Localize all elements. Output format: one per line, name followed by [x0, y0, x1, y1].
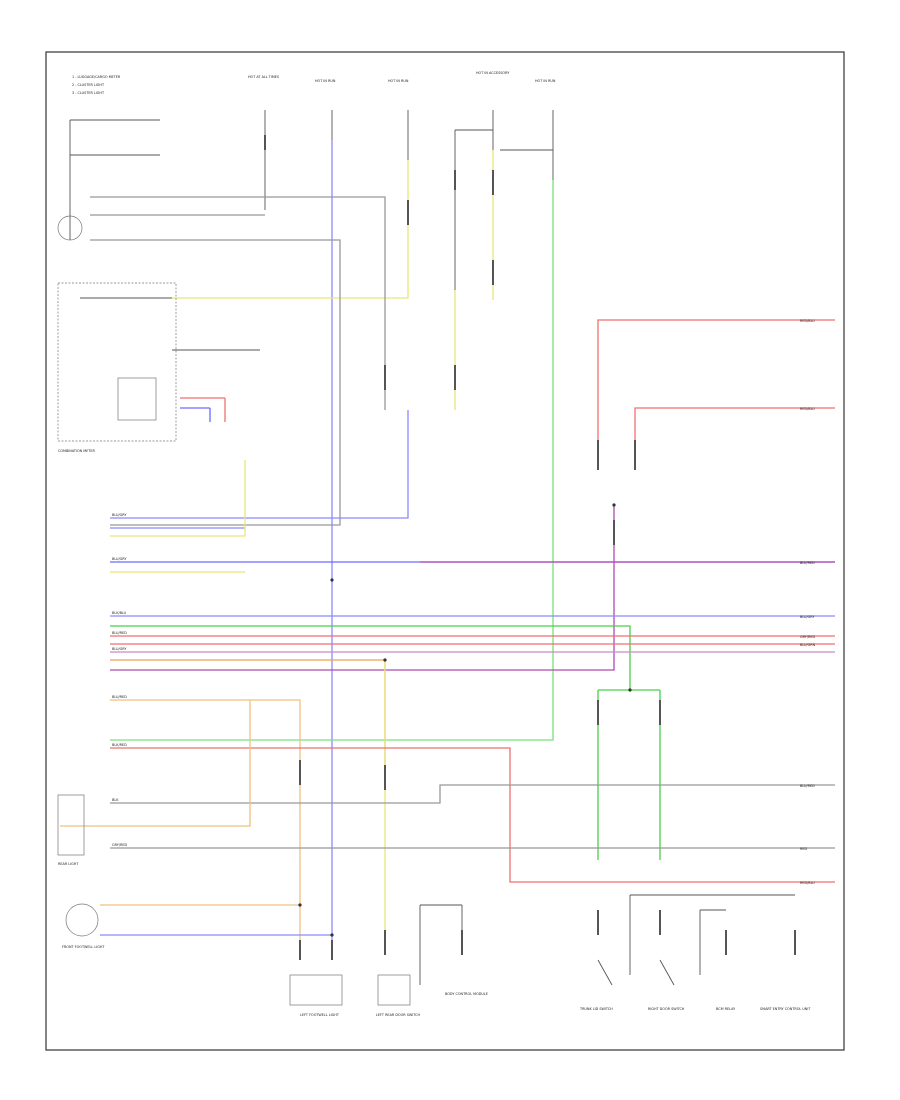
legend: 1 - LUGGAGE/CARGO METER 2 - CLUSTER LIGH…	[72, 75, 121, 95]
left-footwell-light: LEFT FOOTWELL LIGHT	[289, 974, 343, 1017]
fuse-label-a: HOT AT ALL TIMES	[248, 75, 279, 79]
left-wire-label: BLK/BLU	[112, 611, 127, 615]
right-wire-label: BLU/RED	[800, 561, 815, 565]
left-wire-label: BLU/GRY	[112, 647, 127, 651]
combination-meter-label: COMBINATION METER	[58, 449, 96, 453]
left-rear-door-switch-label: LEFT REAR DOOR SWITCH	[376, 1013, 420, 1017]
right-door-switch-label: RIGHT DOOR SWITCH	[648, 1007, 685, 1011]
junction-dots	[298, 503, 632, 937]
right-wire-label: RED/BLU	[800, 407, 815, 411]
left-wire-label: BLU/GRY	[112, 513, 127, 517]
left-wire-label: GRY/RED	[112, 843, 127, 847]
legend-line-1: 1 - LUGGAGE/CARGO METER	[72, 75, 121, 79]
body-control-module-label: BODY CONTROL MODULE	[445, 992, 488, 996]
right-wire-label: RED/BLU	[800, 881, 815, 885]
left-wire-label: BLU/RED	[112, 695, 127, 699]
legend-line-3: 3 - CLUSTER LIGHT	[72, 91, 105, 95]
wires	[60, 140, 835, 950]
fuse-label-c: HOT IN RUN	[388, 79, 409, 83]
right-wire-label: BLU/GRN	[800, 643, 816, 647]
combination-meter: COMBINATION METER	[57, 282, 260, 453]
front-footwell-light-label: FRONT FOOTWELL LIGHT	[62, 945, 105, 949]
rear-light-label: REAR LIGHT	[58, 862, 79, 866]
right-wire-labels: RED/BLU RED/BLU BLU/RED BLU/GRY GRY/RED …	[800, 319, 816, 885]
right-wire-label: RED	[800, 847, 807, 851]
left-wire-label: BLU/GRY	[112, 557, 127, 561]
left-wire-label: BLU/RED	[112, 631, 127, 635]
left-footwell-light-label: LEFT FOOTWELL LIGHT	[300, 1013, 340, 1017]
bcm-relay-label: BCM RELAY	[716, 1007, 736, 1011]
fuse-feeds	[264, 110, 554, 290]
left-wire-labels: BLU/GRY BLU/GRY BLK/BLU BLU/RED BLU/GRY …	[112, 513, 127, 847]
left-wire-label: BLK	[112, 798, 119, 802]
right-wire-label: BLU/RED	[800, 784, 815, 788]
fuse-label-e: HOT IN RUN	[535, 79, 556, 83]
front-footwell-light: FRONT FOOTWELL LIGHT	[62, 903, 105, 949]
left-wire-label: BLK/RED	[112, 743, 127, 747]
fuse-labels: HOT AT ALL TIMES HOT IN RUN HOT IN RUN H…	[248, 71, 556, 83]
connector-marks	[264, 135, 796, 960]
legend-line-2: 2 - CLUSTER LIGHT	[72, 83, 105, 87]
smart-entry-label: SMART ENTRY CONTROL UNIT	[760, 1007, 811, 1011]
diagram-frame	[45, 51, 845, 1051]
rear-light: REAR LIGHT	[57, 794, 85, 866]
right-wire-label: GRY/RED	[800, 635, 815, 639]
trunk-lid-switch-label: TRUNK LID SWITCH	[579, 1007, 613, 1011]
right-wire-label: BLU/GRY	[800, 615, 815, 619]
lower-right-switches: TRUNK LID SWITCH RIGHT DOOR SWITCH BCM R…	[579, 894, 811, 1011]
right-wire-label: RED/BLU	[800, 319, 815, 323]
top-left-switches	[57, 119, 160, 241]
fuse-label-d: HOT IN ACCESSORY	[476, 71, 510, 75]
fuse-label-b: HOT IN RUN	[315, 79, 336, 83]
left-rear-door-switch: LEFT REAR DOOR SWITCH BODY CONTROL MODUL…	[376, 904, 488, 1017]
